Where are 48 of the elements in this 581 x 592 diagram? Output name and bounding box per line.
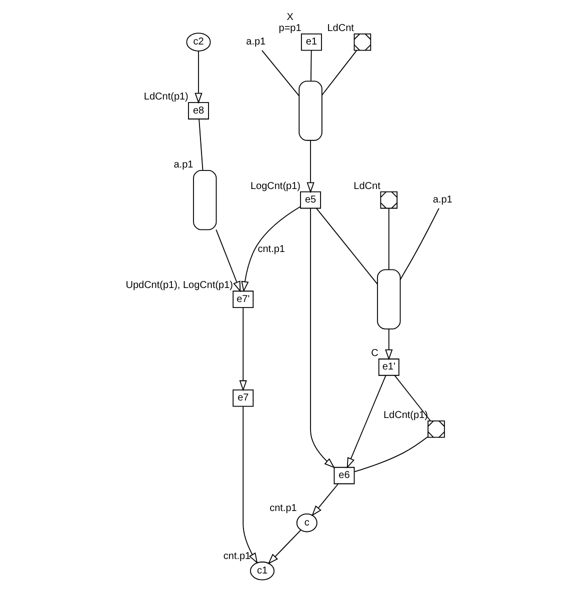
arrow bbox=[216, 229, 241, 292]
node-capsule bbox=[377, 269, 401, 330]
node-label: p=p1 bbox=[278, 23, 302, 34]
node-label: LdCnt bbox=[327, 23, 354, 34]
node-text: a.p1 bbox=[246, 36, 266, 48]
arrow bbox=[385, 328, 393, 360]
node-label: LdCnt bbox=[354, 180, 380, 192]
node-label: UpdCnt(p1), LogCnt(p1) bbox=[126, 280, 234, 292]
connector bbox=[310, 50, 312, 82]
arrow bbox=[241, 206, 301, 292]
arrow bbox=[239, 307, 247, 392]
connector bbox=[400, 208, 440, 280]
node-box: e7 bbox=[232, 390, 254, 407]
arrow bbox=[310, 208, 335, 468]
node-label: LdCnt(p1) bbox=[383, 410, 428, 422]
arrow bbox=[346, 374, 386, 469]
connector bbox=[394, 375, 431, 422]
node-label: C bbox=[371, 348, 378, 360]
node-box: e5 bbox=[300, 191, 321, 209]
connector bbox=[322, 50, 358, 96]
node-text: a.p1 bbox=[432, 194, 452, 206]
connector bbox=[198, 118, 204, 171]
arrow bbox=[306, 140, 314, 194]
node-label: LogCnt(p1) bbox=[250, 180, 300, 192]
arrow bbox=[268, 530, 302, 564]
node-capsule bbox=[298, 80, 322, 141]
arrow bbox=[242, 406, 258, 564]
arrow bbox=[194, 50, 202, 104]
edge-label: cnt.p1 bbox=[258, 244, 285, 256]
node-label: cnt.p1 bbox=[223, 550, 251, 562]
node-box: e7' bbox=[232, 290, 254, 308]
node-label: a.p1 bbox=[174, 160, 194, 171]
connector bbox=[262, 50, 300, 96]
arrow bbox=[312, 484, 339, 516]
node-label: LdCnt(p1) bbox=[144, 92, 188, 103]
node-ellipse: c1 bbox=[250, 562, 275, 580]
node-label: X bbox=[286, 12, 294, 24]
node-ellipse: c bbox=[296, 513, 318, 532]
node-ellipse: c2 bbox=[186, 32, 211, 52]
node-label: cnt.p1 bbox=[270, 502, 297, 514]
connector bbox=[388, 208, 390, 270]
node-box: e1 bbox=[300, 33, 322, 51]
connector bbox=[316, 208, 378, 285]
node-box: e1' bbox=[378, 358, 400, 376]
connector bbox=[354, 436, 428, 472]
node-box: e8 bbox=[188, 102, 209, 120]
node-capsule bbox=[193, 170, 217, 230]
node-box: e6 bbox=[334, 466, 355, 484]
